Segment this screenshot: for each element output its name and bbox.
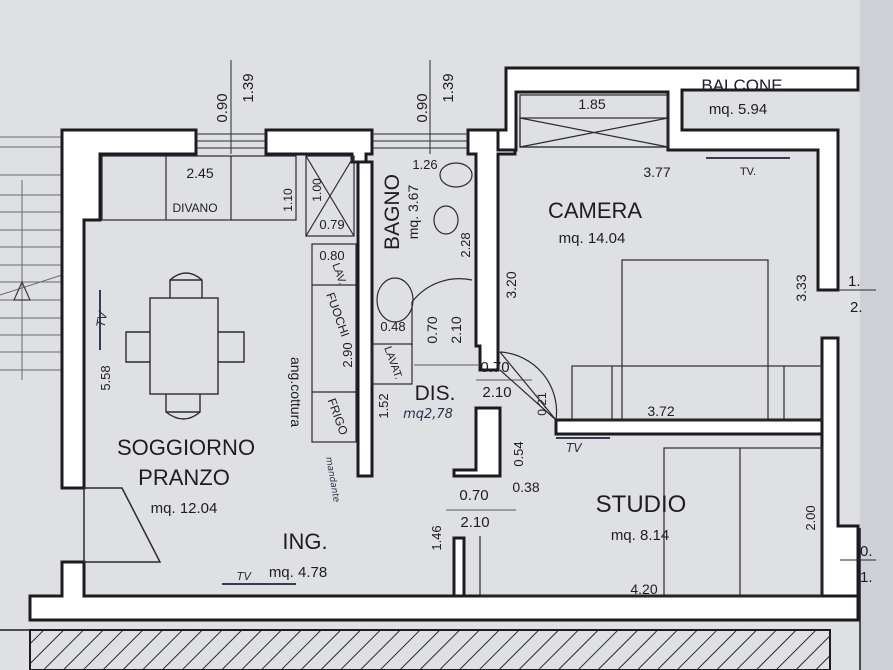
- dim-cucina-l: 2.90: [340, 342, 355, 367]
- room-cucina-name: ang.cottura: [288, 357, 304, 427]
- room-labels: SOGGIORNO PRANZO mq. 12.04 ING. mq. 4.78…: [117, 76, 783, 583]
- room-dis-area: mq2,78: [403, 407, 453, 422]
- room-balcone-name: BALCONE: [701, 76, 782, 95]
- dim-bagno-w: 1.26: [412, 157, 437, 172]
- studio-furniture: [479, 447, 823, 597]
- room-ingresso-tv: TV: [237, 570, 253, 583]
- dim-doccia-w: 0.79: [319, 217, 344, 232]
- bed: [571, 259, 823, 421]
- label-tv-studio: TV: [566, 441, 582, 455]
- room-bagno-area: mq. 3.67: [405, 185, 421, 240]
- dim-divano-h: 1.10: [281, 188, 295, 212]
- dim-win1-a: 0.90: [214, 93, 231, 122]
- dim-studio-038: 0.38: [512, 479, 539, 495]
- shower: [305, 155, 355, 237]
- dim-dis-021: 0.21: [535, 392, 549, 416]
- dim-lavabo-w: 0.48: [380, 319, 405, 334]
- room-bagno-name: BAGNO: [381, 174, 404, 250]
- dimension-lines: [414, 364, 532, 511]
- dim-right-2a: 0.: [860, 543, 873, 560]
- dim-door-ing-a: 0.70: [459, 487, 488, 504]
- balcony-window: [519, 94, 669, 148]
- dimension-labels: 0.90 1.39 0.90 1.39 2.45 1.10 1.00 0.79 …: [98, 73, 873, 597]
- dim-camera-w: 3.77: [643, 164, 670, 180]
- sofa: [101, 155, 297, 221]
- dim-right-1a: 1.: [848, 273, 861, 290]
- window-openings: [196, 60, 876, 561]
- tv-marks: [99, 157, 790, 585]
- dim-studio-054: 0.54: [511, 441, 526, 466]
- dim-studio-w: 4.20: [630, 581, 657, 597]
- room-studio-name: STUDIO: [596, 491, 687, 518]
- dining-table: [125, 272, 245, 420]
- dim-door-bagno-a: 0.70: [424, 316, 440, 343]
- dim-right-1b: 2.: [850, 299, 863, 316]
- room-dis-name: DIS.: [415, 382, 456, 405]
- dim-studio-h: 2.00: [803, 505, 818, 530]
- dim-door-dis-b: 2.10: [482, 384, 511, 401]
- room-soggiorno-name1: SOGGIORNO: [117, 435, 255, 460]
- room-balcone-area: mq. 5.94: [709, 101, 767, 118]
- kitchen-counter: [311, 243, 357, 443]
- label-divano: DIVANO: [172, 201, 217, 215]
- dim-win2-b: 1.39: [440, 73, 457, 102]
- dim-camera-h2: 3.33: [793, 274, 809, 301]
- dim-camera-w2: 3.72: [647, 403, 674, 419]
- room-camera-name: CAMERA: [548, 198, 642, 223]
- room-soggiorno-area: mq. 12.04: [151, 500, 218, 517]
- stair-arrow: [13, 280, 31, 301]
- label-tv-soggiorno: TV: [94, 310, 111, 329]
- door-swings: [411, 278, 558, 422]
- label-tv-camera: TV.: [740, 166, 756, 178]
- dim-camera-h: 3.20: [503, 271, 519, 298]
- dim-ing-h: 1.46: [429, 525, 444, 550]
- dim-door-ing-b: 2.10: [460, 514, 489, 531]
- dim-cucina-w: 0.80: [319, 248, 344, 263]
- room-studio-area: mq. 8.14: [611, 527, 669, 544]
- dim-balcone-win: 1.85: [578, 96, 605, 112]
- room-soggiorno-name2: PRANZO: [138, 465, 230, 490]
- dim-divano-w: 2.45: [186, 165, 213, 181]
- dim-door-dis-a: 0.70: [480, 359, 509, 376]
- dim-doccia-h: 1.00: [310, 178, 324, 202]
- room-camera-area: mq. 14.04: [559, 230, 626, 247]
- dim-bagno-h: 2.28: [458, 232, 473, 257]
- paper-right-edge: [860, 0, 893, 670]
- dim-right-2b: 1.: [860, 569, 873, 586]
- room-ingresso-name: ING.: [282, 529, 327, 554]
- left-diagonal-wall: [83, 487, 162, 563]
- dim-win1-b: 1.39: [240, 73, 257, 102]
- stair-lines: [0, 136, 75, 380]
- dim-dis-w: 1.52: [376, 393, 391, 418]
- hatched-area: [29, 629, 831, 670]
- walls: [28, 66, 860, 622]
- dim-door-bagno-b: 2.10: [448, 316, 464, 343]
- room-ingresso-area: mq. 4.78: [269, 564, 327, 581]
- dim-soggiorno-h: 5.58: [98, 365, 113, 390]
- dim-win2-a: 0.90: [414, 93, 431, 122]
